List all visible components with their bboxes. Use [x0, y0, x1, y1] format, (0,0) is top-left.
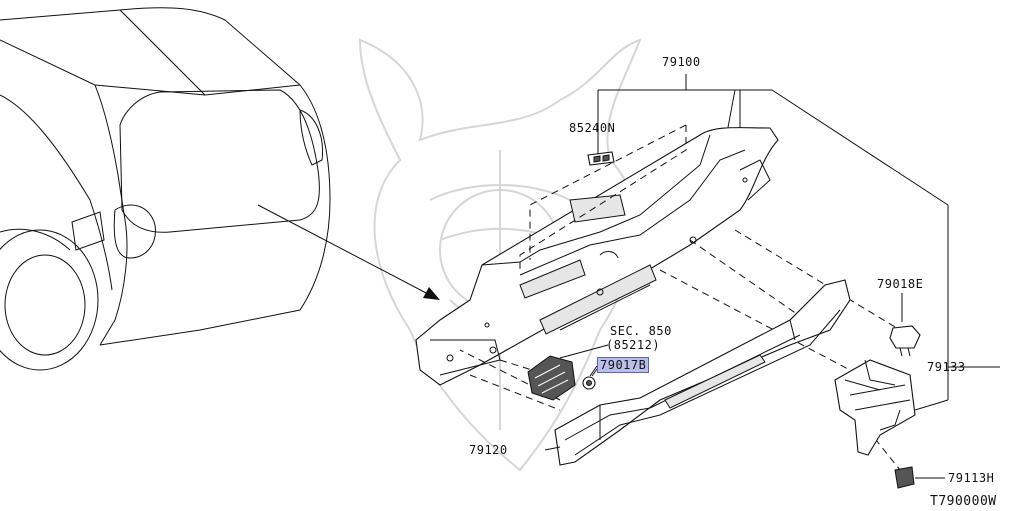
label-79100: 79100 [662, 55, 701, 69]
leaders-misc [544, 365, 598, 451]
label-79133: 79133 [927, 360, 966, 374]
rear-panel-assembly [415, 127, 779, 386]
drawing-code: T790000W [930, 494, 997, 509]
label-sec-850: SEC. 850 [610, 324, 672, 338]
label-79017B-highlighted[interactable]: 79017B [596, 357, 650, 373]
clip-79018E [889, 293, 921, 357]
bracket-85212 [527, 344, 609, 401]
label-85240N: 85240N [569, 121, 616, 135]
clip-79113H [894, 466, 945, 489]
label-79113H: 79113H [948, 471, 995, 485]
label-79120: 79120 [469, 443, 508, 457]
label-85212: (85212) [606, 338, 661, 352]
stay-79133 [834, 359, 916, 456]
direction-arrow [257, 204, 440, 300]
vehicle-outline [0, 7, 331, 371]
label-79018E: 79018E [877, 277, 924, 291]
clip-85240N [587, 138, 615, 166]
member-79120 [554, 279, 851, 466]
